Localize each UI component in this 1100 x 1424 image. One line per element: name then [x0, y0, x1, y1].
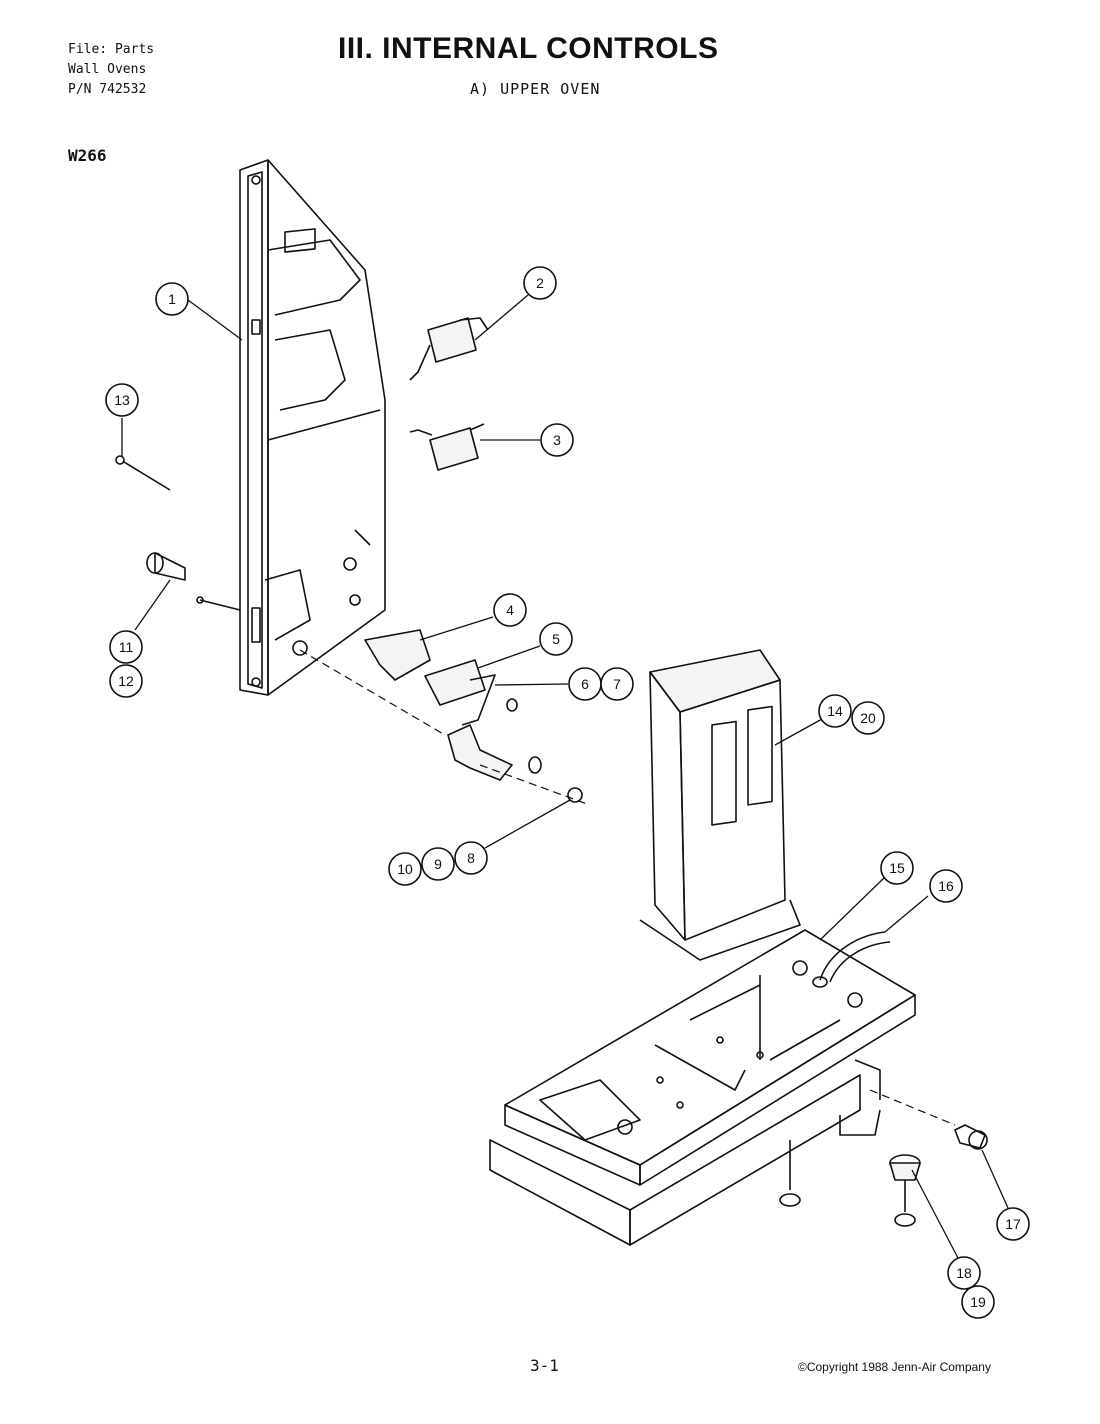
- callout-17: 17: [996, 1207, 1030, 1241]
- callout-label: 11: [119, 639, 134, 655]
- micro-switch-drawing: [409, 317, 489, 471]
- screw-drawing: [115, 455, 171, 491]
- callout-3: 3: [540, 423, 574, 457]
- control-bracket-drawing: [239, 159, 386, 696]
- callout-16: 16: [929, 869, 963, 903]
- callout-label: 4: [506, 602, 514, 618]
- callout-7: 7: [600, 667, 634, 701]
- callout-18: 18: [947, 1256, 981, 1290]
- callout-label: 6: [581, 676, 589, 692]
- leader-lines: [121, 294, 1009, 1259]
- callout-8: 8: [454, 841, 488, 875]
- callout-label: 13: [114, 392, 130, 408]
- callout-12: 12: [109, 664, 143, 698]
- callout-label: 19: [970, 1294, 986, 1310]
- callout-14: 14: [818, 694, 852, 728]
- file-line: Wall Ovens: [68, 62, 147, 77]
- file-line: File: Parts: [68, 42, 155, 57]
- callout-label: 10: [397, 861, 413, 877]
- callout-6: 6: [568, 667, 602, 701]
- callout-label: 5: [552, 631, 560, 647]
- chassis-tray-drawing: [489, 929, 916, 1246]
- callout-label: 12: [118, 673, 134, 689]
- switch-lever-assembly-drawing: [299, 629, 591, 806]
- callout-label: 14: [827, 703, 843, 719]
- callout-label: 15: [889, 860, 905, 876]
- callout-13: 13: [105, 383, 139, 417]
- callout-label: 1: [168, 291, 176, 307]
- callout-9: 9: [421, 847, 455, 881]
- callout-1: 1: [155, 282, 189, 316]
- callout-11: 11: [109, 630, 143, 664]
- page-subtitle: A) UPPER OVEN: [470, 80, 601, 98]
- file-line: P/N 742532: [68, 82, 147, 97]
- callout-label: 2: [536, 275, 544, 291]
- callout-label: 18: [956, 1265, 972, 1281]
- callout-4: 4: [493, 593, 527, 627]
- page-title: III. INTERNAL CONTROLS: [338, 32, 719, 65]
- callout-label: 8: [467, 850, 475, 866]
- pin-drawing: [146, 552, 241, 611]
- page-number: 3-1: [530, 1356, 559, 1375]
- callout-label: 7: [613, 676, 621, 692]
- callout-15: 15: [880, 851, 914, 885]
- callout-label: 3: [553, 432, 561, 448]
- copyright-notice: ©Copyright 1988 Jenn-Air Company: [798, 1360, 991, 1374]
- callout-label: 16: [938, 878, 954, 894]
- callout-20: 20: [851, 701, 885, 735]
- file-info: File: Parts Wall Ovens P/N 742532: [68, 40, 154, 100]
- screws-foot-drawing: [779, 1089, 988, 1227]
- callout-10: 10: [388, 852, 422, 886]
- callout-5: 5: [539, 622, 573, 656]
- callout-label: 17: [1005, 1216, 1021, 1232]
- callout-2: 2: [523, 266, 557, 300]
- callout-label: 9: [434, 856, 442, 872]
- callout-label: 20: [860, 710, 876, 726]
- callout-19: 19: [961, 1285, 995, 1319]
- model-code: W266: [68, 146, 107, 165]
- transformer-drawing: [639, 649, 801, 961]
